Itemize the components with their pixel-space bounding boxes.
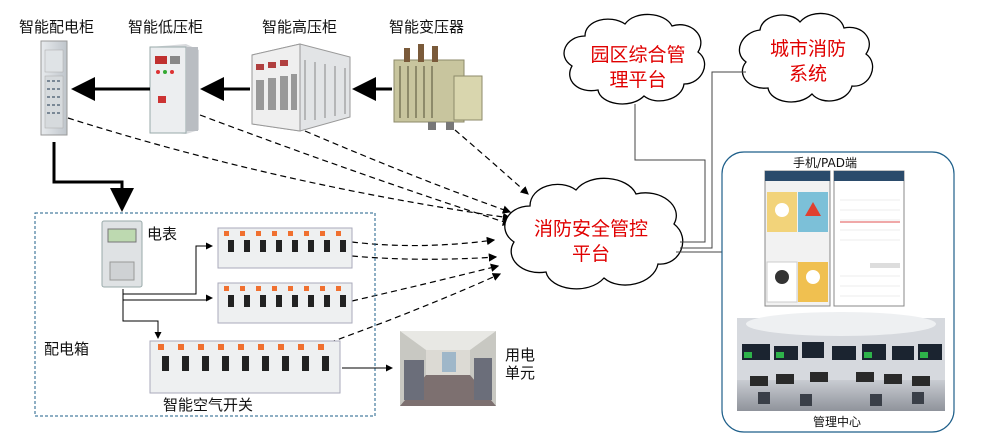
distribution-box-frame [34, 212, 376, 417]
breaker-strip-1 [217, 227, 353, 269]
park-platform-label: 园区综合管理平台 [590, 44, 686, 91]
air-switch-label: 智能空气开关 [163, 396, 254, 414]
city-fire-system-label: 城市消防系统 [769, 38, 846, 85]
breaker-strip-2 [217, 282, 353, 324]
fire-safety-platform-label: 消防安全管控平台 [533, 218, 648, 265]
pad-app-screenshot [833, 170, 905, 307]
transformer-image [393, 44, 483, 130]
distribution-cabinet-image [40, 40, 68, 136]
power-flow-arrows [52, 77, 392, 212]
mobile-app-screenshot [764, 170, 831, 307]
data-flow-lines [67, 114, 529, 347]
high-voltage-cabinet-image [251, 43, 351, 132]
power-unit-label: 用电单元 [505, 346, 536, 382]
smart-low-voltage-cabinet-label: 智能低压柜 [128, 18, 204, 36]
low-voltage-cabinet-image [149, 44, 199, 134]
smart-transformer-label: 智能变压器 [389, 18, 465, 36]
smart-distribution-cabinet-label: 智能配电柜 [19, 18, 95, 36]
management-center-label: 管理中心 [813, 415, 862, 429]
mobile-pad-label: 手机/PAD端 [793, 156, 857, 170]
breaker-strip-3 [149, 340, 341, 394]
park-platform-cloud [563, 13, 706, 105]
city-fire-system-cloud [738, 12, 874, 103]
power-unit-room-image [400, 331, 496, 406]
smart-high-voltage-cabinet-label: 智能高压柜 [262, 18, 338, 36]
distribution-box-label: 配电箱 [44, 340, 90, 358]
meter-label: 电表 [147, 225, 178, 243]
management-center-image [737, 312, 945, 411]
fire-safety-platform-cloud [504, 177, 684, 290]
meter-image [101, 220, 143, 288]
